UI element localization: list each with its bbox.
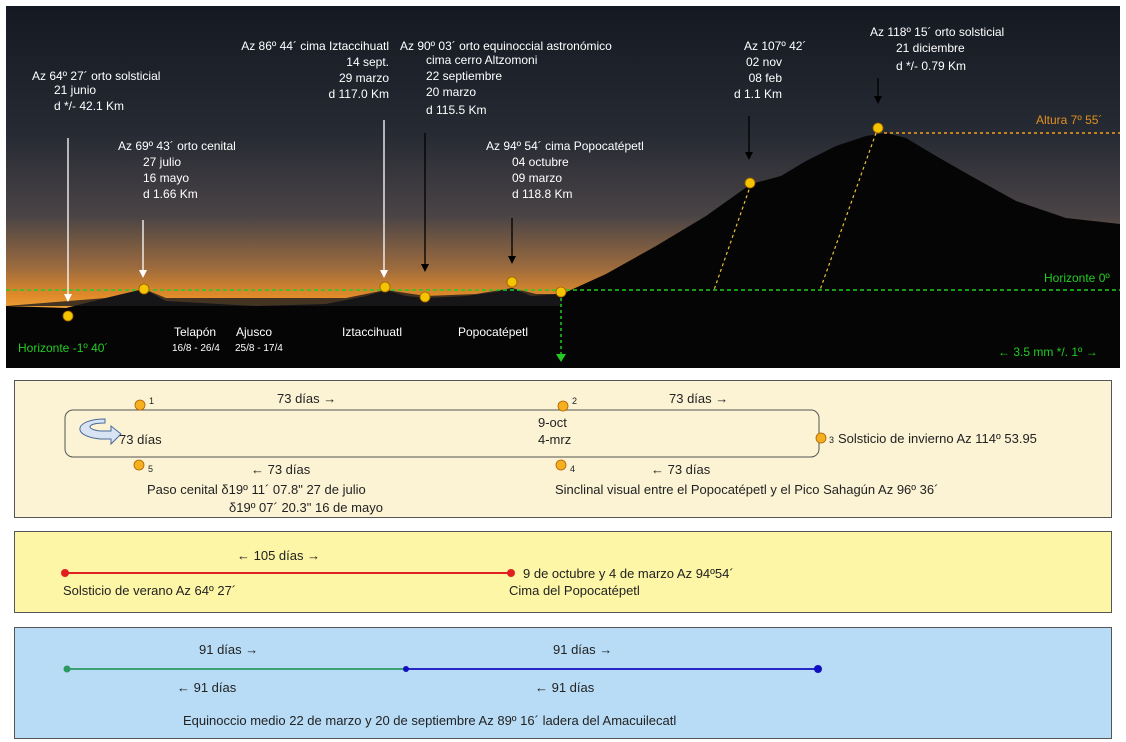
sun-marker — [506, 276, 518, 288]
iztaccihuatl-label: Iztaccihuatl — [342, 325, 402, 339]
bottom-right-days: ← 73 días — [651, 462, 711, 477]
label-90-line1: Az 90º 03´ orto equinoccial astronómico — [400, 39, 612, 53]
orbit-diagram: 1 2 3 4 5 73 días → 73 días → 73 días 9-… — [64, 391, 1037, 515]
label-arrows — [64, 78, 882, 302]
point-2-marker — [557, 400, 569, 412]
top-right-days: 73 días → — [669, 391, 728, 406]
mid-dot — [403, 666, 409, 672]
down-arrowhead-green — [556, 354, 566, 362]
sun-marker — [872, 122, 884, 134]
label-118-line2: 21 diciembre — [896, 41, 965, 55]
top-left-days: 73 días → — [277, 391, 336, 406]
top-right-days: 91 días → — [553, 642, 612, 657]
solstice-panel: ← 105 días → Solsticio de verano Az 64º … — [14, 531, 1112, 613]
point-4-marker — [555, 459, 567, 471]
altura-label: Altura 7º 55´ — [1036, 113, 1102, 127]
sinclinal-label: Sinclinal visual entre el Popocatépetl y… — [555, 482, 938, 497]
paso-cenital-2: δ19º 07´ 20.3" 16 de mayo — [229, 500, 383, 515]
label-90-line4: 20 marzo — [426, 85, 476, 99]
red-end-dot — [507, 569, 515, 577]
sunrise-photo-diagram: Az 64º 27´ orto solsticial 21 junio d */… — [6, 6, 1120, 368]
label-107-line3: 08 feb — [749, 71, 783, 85]
bottom-left-days: ← 73 días — [251, 462, 311, 477]
red-start-dot — [61, 569, 69, 577]
label-118-line3: d */- 0.79 Km — [896, 59, 966, 73]
teal-start-dot — [63, 665, 71, 673]
blue-end-dot — [814, 665, 822, 673]
ajusco-label: Ajusco — [236, 325, 272, 339]
horizonte-0-label: Horizonte 0º — [1044, 271, 1110, 285]
label-107-line4: d 1.1 Km — [734, 87, 782, 101]
loop-arrow-icon — [79, 418, 122, 446]
label-118-line1: Az 118º 15´ orto solsticial — [870, 25, 1004, 39]
sun-markers — [62, 122, 884, 322]
point-2-number: 2 — [572, 396, 577, 406]
label-86-line3: 29 marzo — [339, 71, 389, 85]
paso-cenital-1: Paso cenital δ19º 11´ 07.8" 27 de julio — [147, 482, 366, 497]
point-1-marker — [134, 399, 146, 411]
orbit-panel: 1 2 3 4 5 73 días → 73 días → 73 días 9-… — [14, 380, 1112, 518]
sun-marker — [379, 281, 391, 293]
center-date-2: 4-mrz — [538, 432, 571, 447]
equinox-diagram: 91 días → 91 días → ← 91 días ← 91 días … — [63, 642, 822, 728]
label-86-line1: Az 86º 44´ cima Iztaccihuatl — [241, 39, 389, 53]
label-86-line2: 14 sept. — [346, 55, 389, 69]
label-69-line1: Az 69º 43´ orto cenital — [118, 139, 236, 153]
octubre-marzo: 9 de octubre y 4 de marzo Az 94º54´ — [523, 566, 734, 581]
label-94-line3: 09 marzo — [512, 171, 562, 185]
orbit-loop-box — [64, 409, 820, 458]
point-5-marker — [133, 459, 145, 471]
point-1-number: 1 — [149, 396, 154, 406]
solsticio-invierno: Solsticio de invierno Az 114º 53.95 — [838, 431, 1037, 446]
telapon-label: Telapón — [174, 325, 216, 339]
volcano-silhouette — [6, 133, 1120, 368]
days-105: ← 105 días → — [237, 548, 320, 563]
sun-path-2 — [819, 132, 877, 291]
sun-marker — [555, 286, 567, 298]
equinox-panel: 91 días → 91 días → ← 91 días ← 91 días … — [14, 627, 1112, 739]
sun-marker — [138, 283, 150, 295]
point-3-marker — [815, 432, 827, 444]
label-64-line3: d */- 42.1 Km — [54, 99, 124, 113]
sun-marker — [62, 310, 74, 322]
solstice-diagram: ← 105 días → Solsticio de verano Az 64º … — [61, 548, 734, 598]
label-86-line4: d 117.0 Km — [329, 87, 389, 101]
label-64-line1: Az 64º 27´ orto solsticial — [32, 69, 160, 83]
scale-label: ← 3.5 mm */. 1º → — [998, 345, 1098, 359]
label-69-line3: 16 mayo — [143, 171, 189, 185]
label-90-line5: d 115.5 Km — [426, 103, 486, 117]
label-64-line2: 21 junio — [54, 83, 96, 97]
label-107-line1: Az 107º 42´ — [744, 39, 806, 53]
loop-days: 73 días — [119, 432, 162, 447]
bottom-right-days: ← 91 días — [535, 680, 595, 695]
cima-popocatepetl: Cima del Popocatépetl — [509, 583, 640, 598]
label-107-line2: 02 nov — [746, 55, 782, 69]
equinoccio-caption: Equinoccio medio 22 de marzo y 20 de sep… — [183, 713, 676, 728]
point-5-number: 5 — [148, 464, 153, 474]
point-4-number: 4 — [570, 464, 575, 474]
solsticio-verano: Solsticio de verano Az 64º 27´ — [63, 583, 236, 598]
sun-marker — [744, 177, 756, 189]
label-94-line1: Az 94º 54´ cima Popocatépetl — [486, 139, 644, 153]
bottom-left-days: ← 91 días — [177, 680, 237, 695]
point-3-number: 3 — [829, 435, 834, 445]
telapon-dates: 16/8 - 26/4 — [172, 343, 220, 354]
center-date-1: 9-oct — [538, 415, 567, 430]
sun-marker — [419, 291, 431, 303]
label-94-line2: 04 octubre — [512, 155, 569, 169]
label-94-line4: d 118.8 Km — [512, 187, 572, 201]
sun-path-1 — [713, 183, 752, 291]
top-left-days: 91 días → — [199, 642, 258, 657]
label-90-line3: 22 septiembre — [426, 69, 502, 83]
label-90-line2: cima cerro Altzomoni — [426, 53, 537, 67]
horizonte-neg-label: Horizonte -1º 40´ — [18, 341, 108, 355]
label-69-line4: d 1.66 Km — [143, 187, 198, 201]
popocatepetl-label: Popocatépetl — [458, 325, 528, 339]
ajusco-dates: 25/8 - 17/4 — [235, 343, 283, 354]
label-69-line2: 27 julio — [143, 155, 181, 169]
